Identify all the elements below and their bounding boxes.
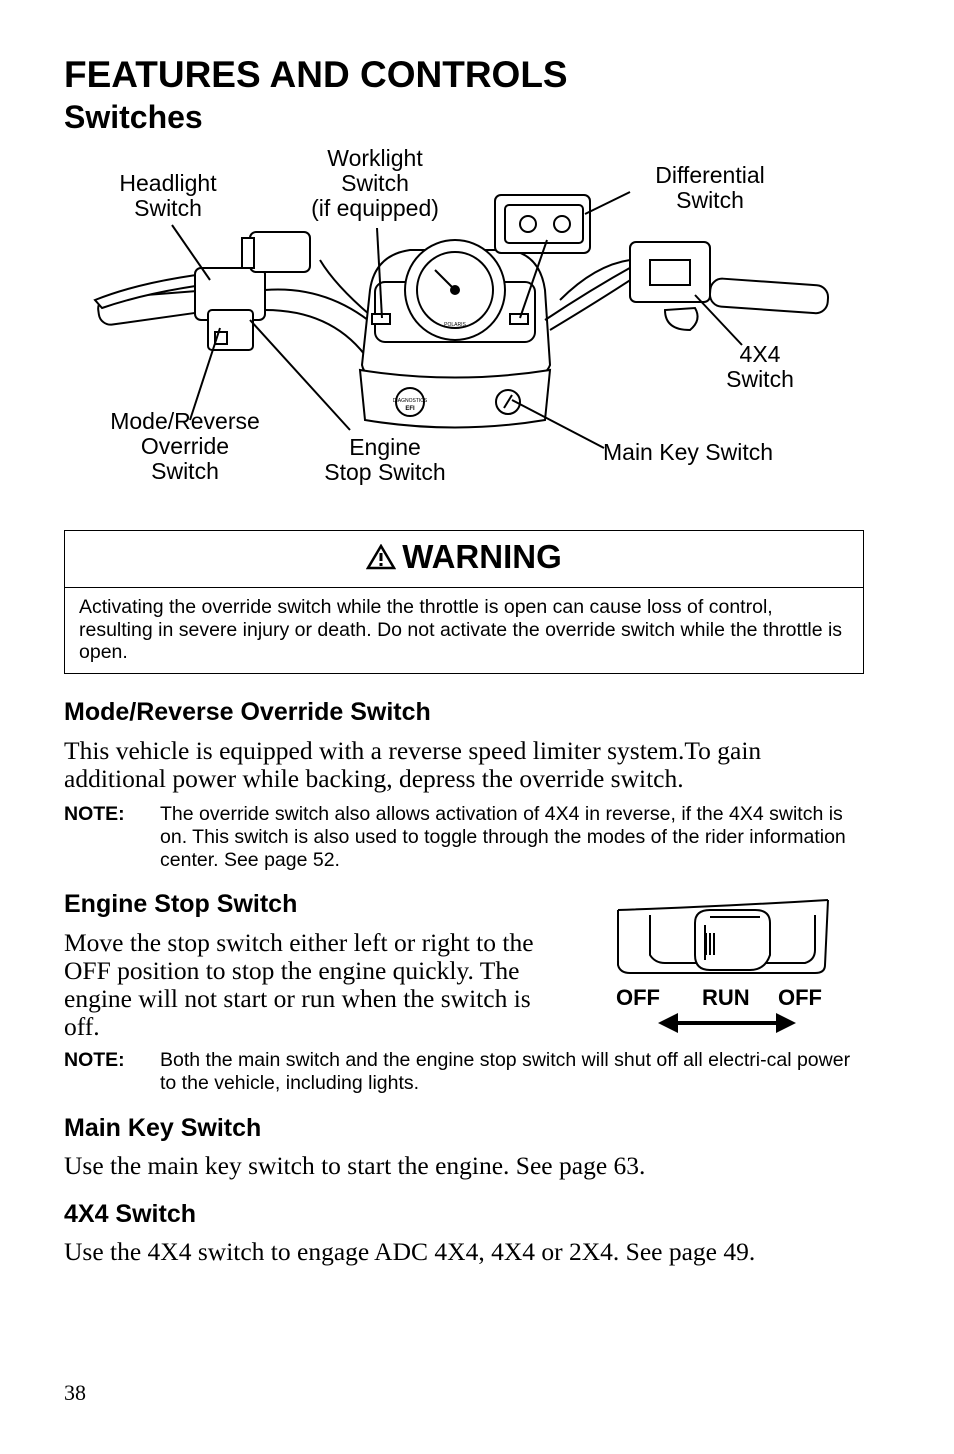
engine-stop-heading: Engine Stop Switch [64, 890, 298, 918]
headlight-switch-label: Headlight Switch [119, 170, 217, 221]
handlebar-illustration: DIAGNOSTICS EFI POLARIS [93, 191, 830, 449]
differential-switch-label: Differential Switch [655, 162, 765, 213]
mode-reverse-heading: Mode/Reverse Override Switch [64, 698, 431, 726]
mode-reverse-note: NOTE: The override switch also allows ac… [64, 803, 864, 873]
main-key-switch-label: Main Key Switch [603, 439, 774, 465]
note-label: NOTE: [64, 1049, 125, 1071]
warning-heading: WARNING [65, 531, 863, 588]
switch-off-left-label: OFF [616, 985, 660, 1010]
note-text: The override switch also allows activati… [160, 803, 846, 871]
main-key-text: Use the main key switch to start the eng… [64, 1151, 646, 1180]
note-text: Both the main switch and the engine stop… [160, 1049, 851, 1094]
note-label: NOTE: [64, 803, 125, 825]
warning-box: WARNING Activating the override switch w… [64, 530, 864, 674]
main-key-heading: Main Key Switch [64, 1114, 262, 1142]
efi-text: EFI [405, 406, 415, 412]
diagnostics-text: DIAGNOSTICS [393, 398, 428, 404]
mode-reverse-text: This vehicle is equipped with a reverse … [64, 736, 762, 793]
worklight-switch-label: Worklight Switch (if equipped) [311, 145, 439, 221]
section-title: Switches [64, 99, 203, 135]
4x4-heading: 4X4 Switch [64, 1200, 196, 1228]
engine-stop-note: NOTE: Both the main switch and the engin… [64, 1049, 864, 1097]
warning-text: Activating the override switch while the… [79, 596, 843, 663]
brand-text: POLARIS [444, 322, 466, 328]
4x4-switch-label: 4X4 Switch [726, 341, 794, 392]
mode-reverse-switch-label: Mode/Reverse Override Switch [110, 408, 260, 484]
engine-stop-switch-illustration [617, 899, 829, 1033]
engine-stop-text: Move the stop switch either left or righ… [64, 928, 534, 1041]
engine-stop-switch-label: Engine Stop Switch [324, 434, 446, 485]
page-title: FEATURES AND CONTROLS [64, 54, 568, 95]
warning-triangle-icon [366, 543, 397, 570]
page-number: 38 [64, 1380, 86, 1405]
switch-off-right-label: OFF [778, 985, 822, 1010]
4x4-text: Use the 4X4 switch to engage ADC 4X4, 4X… [64, 1237, 756, 1266]
switch-run-label: RUN [702, 985, 750, 1010]
